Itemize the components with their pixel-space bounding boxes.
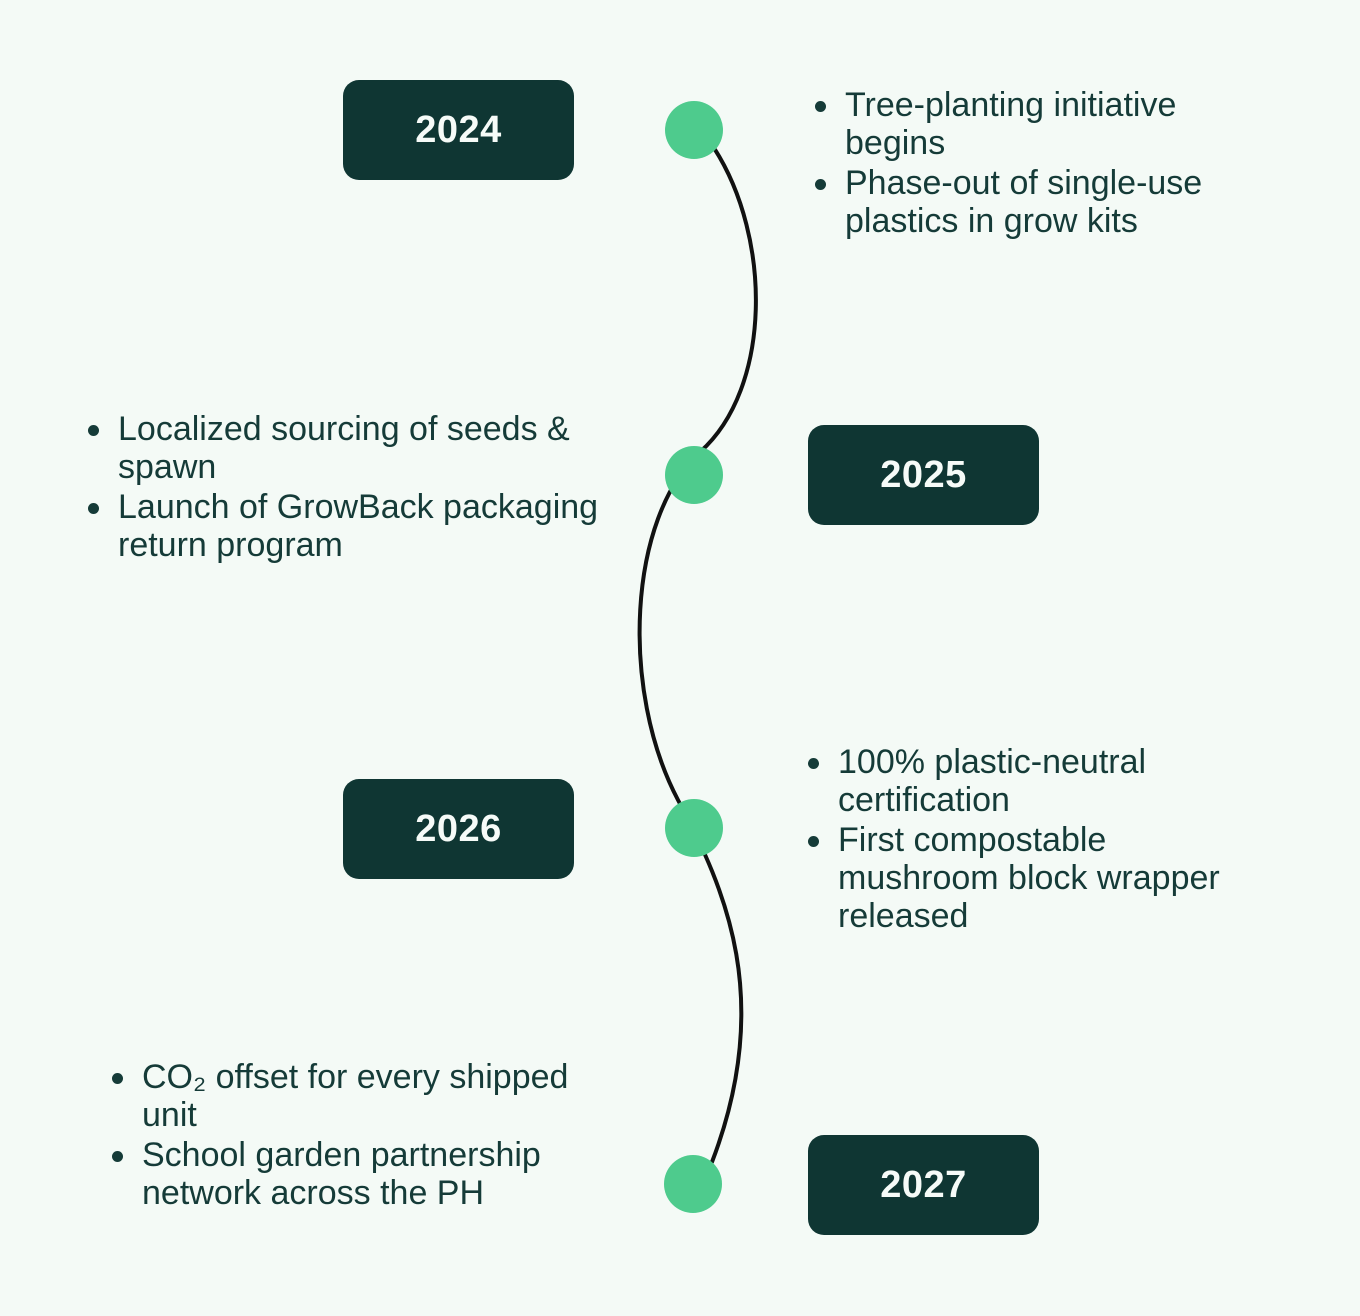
year-badge-2025: 2025 — [808, 425, 1039, 525]
timeline-node-2024 — [665, 101, 723, 159]
timeline-node-2026 — [665, 799, 723, 857]
year-label-2024: 2024 — [415, 109, 502, 151]
milestone-bullets-2025: Localized sourcing of seeds & spawn Laun… — [86, 410, 606, 566]
list-item: CO₂ offset for every shipped unit — [110, 1058, 610, 1134]
year-badge-2027: 2027 — [808, 1135, 1039, 1235]
year-label-2027: 2027 — [880, 1164, 967, 1206]
milestone-bullets-2024: Tree-planting initiative begins Phase-ou… — [813, 86, 1283, 242]
milestone-bullets-2026: 100% plastic-neutral certification First… — [806, 743, 1276, 937]
timeline-node-2027 — [664, 1155, 722, 1213]
year-label-2026: 2026 — [415, 808, 502, 850]
milestone-bullets-2027: CO₂ offset for every shipped unit School… — [110, 1058, 610, 1214]
timeline-node-2025 — [665, 446, 723, 504]
list-item: 100% plastic-neutral certification — [806, 743, 1276, 819]
list-item: School garden partnership network across… — [110, 1136, 610, 1212]
list-item: Launch of GrowBack packaging return prog… — [86, 488, 606, 564]
list-item: Tree-planting initiative begins — [813, 86, 1283, 162]
list-item: Localized sourcing of seeds & spawn — [86, 410, 606, 486]
list-item: Phase-out of single-use plastics in grow… — [813, 164, 1283, 240]
year-badge-2026: 2026 — [343, 779, 574, 879]
year-label-2025: 2025 — [880, 454, 967, 496]
list-item: First compostable mushroom block wrapper… — [806, 821, 1276, 935]
year-badge-2024: 2024 — [343, 80, 574, 180]
